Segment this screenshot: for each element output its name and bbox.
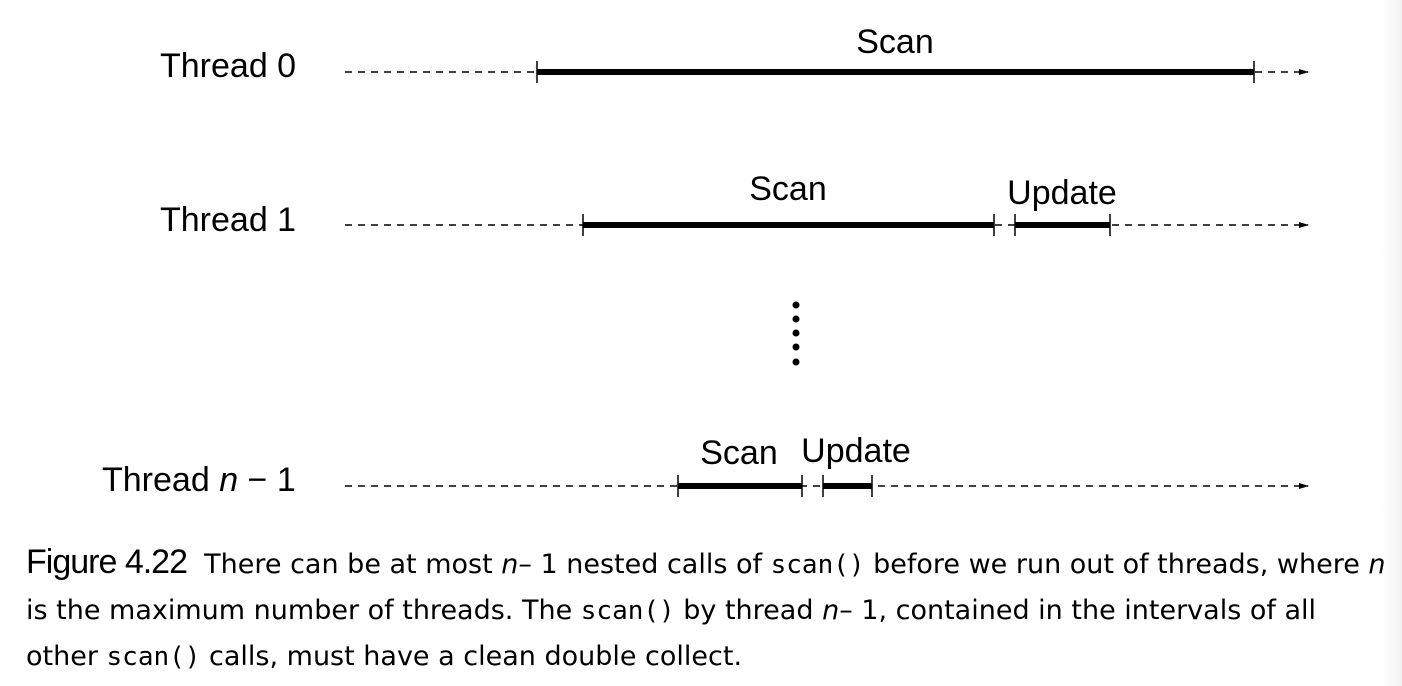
caption-code-scan-3: scan() (106, 642, 201, 672)
caption-code-scan-1: scan() (770, 550, 865, 580)
thread-n-minus-1-prefix: Thread (102, 461, 219, 499)
caption-text-2: – 1 nested calls of (518, 549, 771, 580)
caption-var-n-3: n (822, 595, 840, 626)
caption-text-1: There can be at most (204, 549, 502, 580)
caption-code-scan-2: scan() (580, 596, 675, 626)
caption-text-7: calls, must have a clean double collect. (200, 641, 743, 672)
caption-text-4: is the maximum number of threads. The (26, 595, 581, 626)
caption-text-6: – 1, contained in the intervals of all o… (26, 595, 1316, 672)
thread-n-minus-1-suffix: − 1 (238, 461, 296, 499)
timeline-diagram: Thread 0 Scan Thread 1 Scan Update Threa… (102, 23, 1309, 499)
vertical-ellipsis-icon (792, 301, 800, 366)
thread-0-label: Thread 0 (160, 47, 296, 85)
thread-1-update-label: Update (1007, 174, 1117, 212)
thread-1-label: Thread 1 (160, 201, 296, 239)
thread-n-minus-1-update-label: Update (801, 432, 911, 470)
thread-n-minus-1-label: Thread n − 1 (102, 461, 296, 499)
caption-text-3: before we run out of threads, where (864, 549, 1369, 580)
thread-n-minus-1-var: n (219, 461, 238, 499)
caption-var-n-2: n (1368, 549, 1386, 580)
caption-var-n-1: n (501, 549, 519, 580)
figure-label: Figure 4.22 (26, 543, 188, 581)
thread-0-scan-label: Scan (856, 23, 934, 61)
caption-text-5: by thread (674, 595, 823, 626)
thread-1-scan-label: Scan (749, 170, 827, 208)
page-edge-shadow (1380, 0, 1402, 686)
figure-caption: Figure 4.22 There can be at most n– 1 ne… (26, 540, 1386, 680)
thread-n-minus-1-scan-label: Scan (700, 434, 778, 472)
